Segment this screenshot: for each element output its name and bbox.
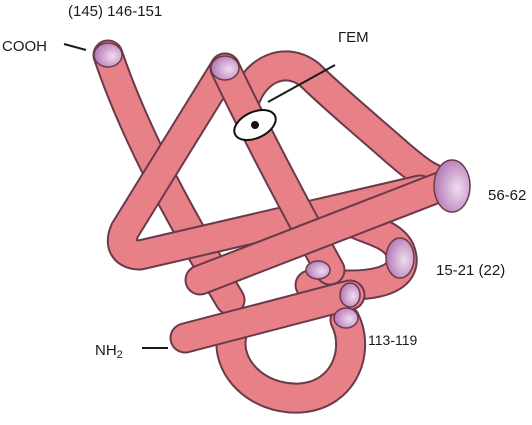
leader-lines xyxy=(63,43,336,349)
label-nh2-main: NH xyxy=(95,342,117,359)
leader-heme xyxy=(267,64,336,103)
label-cooh: COOH xyxy=(2,38,47,55)
label-cooh-range: (145) 146-151 xyxy=(68,3,162,20)
heme-group xyxy=(233,108,277,142)
tube-main-group xyxy=(92,39,461,354)
cap-cooh xyxy=(93,42,123,68)
cap-56-62 xyxy=(433,159,471,213)
cap-mid xyxy=(305,260,331,280)
end-caps xyxy=(93,42,471,329)
cap-nh2-end xyxy=(339,282,361,308)
leader-cooh xyxy=(63,43,87,51)
cap-15-21 xyxy=(385,237,415,279)
cap-113-119 xyxy=(333,307,359,329)
cap-top xyxy=(210,55,240,81)
label-15-21: 15-21 (22) xyxy=(436,262,505,279)
heme-center xyxy=(251,121,259,129)
label-nh2: NH2 xyxy=(95,342,123,361)
label-56-62: 56-62 xyxy=(488,187,526,204)
label-heme: ГЕМ xyxy=(338,29,369,46)
label-nh2-sub: 2 xyxy=(117,349,123,361)
label-113-119: 113-119 xyxy=(368,332,418,348)
